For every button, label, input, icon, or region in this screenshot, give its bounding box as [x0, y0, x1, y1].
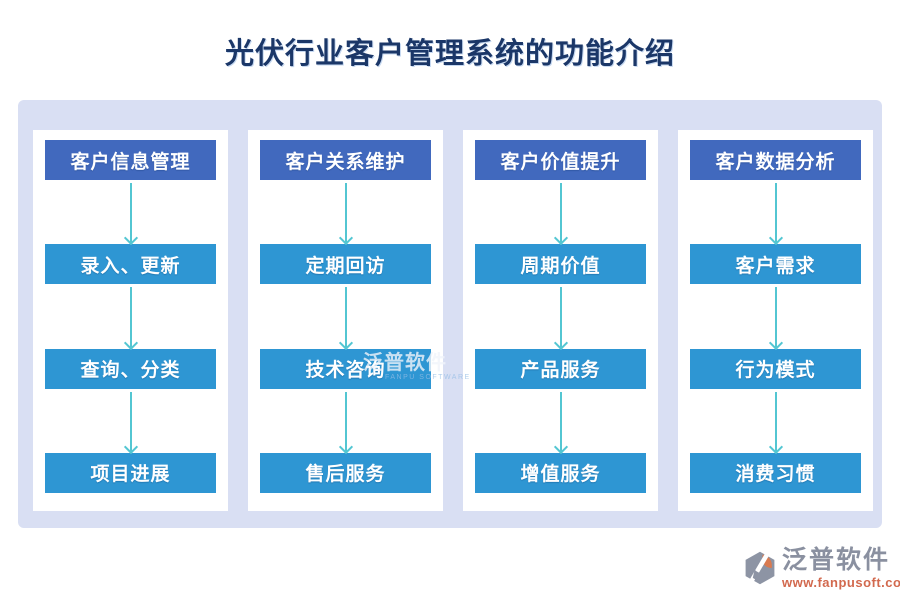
column-header-box: 客户信息管理 [45, 140, 216, 180]
function-box: 客户需求 [690, 244, 861, 285]
page-title: 光伏行业客户管理系统的功能介绍 [224, 38, 675, 70]
function-box: 录入、更新 [45, 244, 216, 285]
down-arrow-icon [45, 180, 216, 246]
down-arrow-icon [475, 180, 646, 246]
down-arrow-icon [690, 389, 861, 455]
column-header-box: 客户数据分析 [690, 140, 861, 180]
function-box: 行为模式 [690, 348, 861, 389]
function-box: 消费习惯 [690, 452, 861, 493]
column-card-customer-value: 客户价值提升 周期价值 产品服务 增值服务 [463, 130, 658, 511]
function-box: 增值服务 [475, 452, 646, 493]
brand-url-link[interactable]: www.fanpusoft.com [782, 575, 900, 590]
function-box: 查询、分类 [45, 348, 216, 389]
down-arrow-icon [45, 389, 216, 455]
down-arrow-icon [260, 180, 431, 246]
column-card-customer-relation: 客户关系维护 定期回访 技术咨询 售后服务 [248, 130, 443, 511]
down-arrow-icon [690, 180, 861, 246]
function-box: 定期回访 [260, 244, 431, 285]
down-arrow-icon [260, 389, 431, 455]
down-arrow-icon [475, 389, 646, 455]
diagram-panel: 客户信息管理 录入、更新 查询、分类 项目进展 客户关系维护 定期回访 技术咨询… [18, 100, 882, 528]
function-box: 项目进展 [45, 452, 216, 493]
fanpu-logo-icon [745, 551, 775, 585]
column-header-box: 客户关系维护 [260, 140, 431, 180]
down-arrow-icon [475, 284, 646, 350]
column-header-box: 客户价值提升 [475, 140, 646, 180]
brand-name: 泛普软件 [782, 547, 891, 574]
column-card-customer-info: 客户信息管理 录入、更新 查询、分类 项目进展 [33, 130, 228, 511]
down-arrow-icon [260, 284, 431, 350]
function-box: 售后服务 [260, 452, 431, 493]
function-box: 技术咨询 [260, 348, 431, 389]
down-arrow-icon [690, 284, 861, 350]
function-box: 周期价值 [475, 244, 646, 285]
brand-footer: 泛普软件 www.fanpusoft.com [742, 548, 900, 590]
column-card-customer-data: 客户数据分析 客户需求 行为模式 消费习惯 [678, 130, 873, 511]
function-box: 产品服务 [475, 348, 646, 389]
down-arrow-icon [45, 284, 216, 350]
